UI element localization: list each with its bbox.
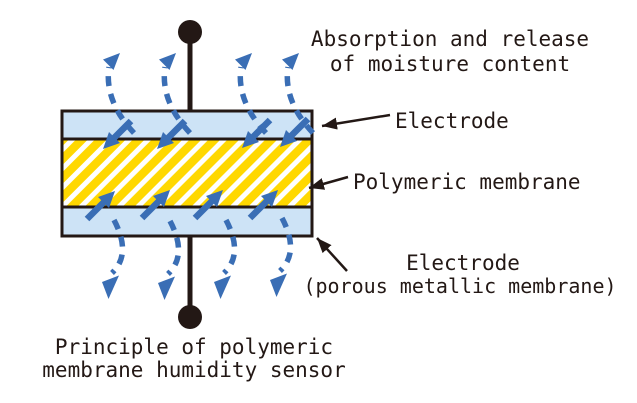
polymeric-membrane-label: Polymeric membrane: [353, 170, 581, 194]
caption-line1: Principle of polymeric: [55, 335, 333, 359]
electrode-bottom-label-line1: Electrode: [406, 251, 520, 275]
electrode-top-layer: [60, 109, 314, 141]
terminal-top-dot: [178, 20, 202, 44]
electrode-top-label: Electrode: [395, 109, 509, 133]
caption-line2: membrane humidity sensor: [42, 358, 345, 382]
absorption-label-line2: of moisture content: [330, 52, 570, 76]
absorption-label-line1: Absorption and release: [311, 27, 589, 51]
terminal-bottom-dot: [178, 305, 202, 329]
electrode-bottom-pointer-arrow: [316, 237, 348, 272]
electrode-bottom-label-line2: (porous metallic membrane): [303, 274, 616, 298]
electrode-top-pointer-arrow: [321, 113, 391, 130]
leader-lines: [308, 113, 391, 272]
lead-wire: [178, 20, 202, 329]
electrode-bottom-layer: [60, 205, 314, 238]
polymeric-membrane-pointer-arrow: [308, 175, 349, 190]
